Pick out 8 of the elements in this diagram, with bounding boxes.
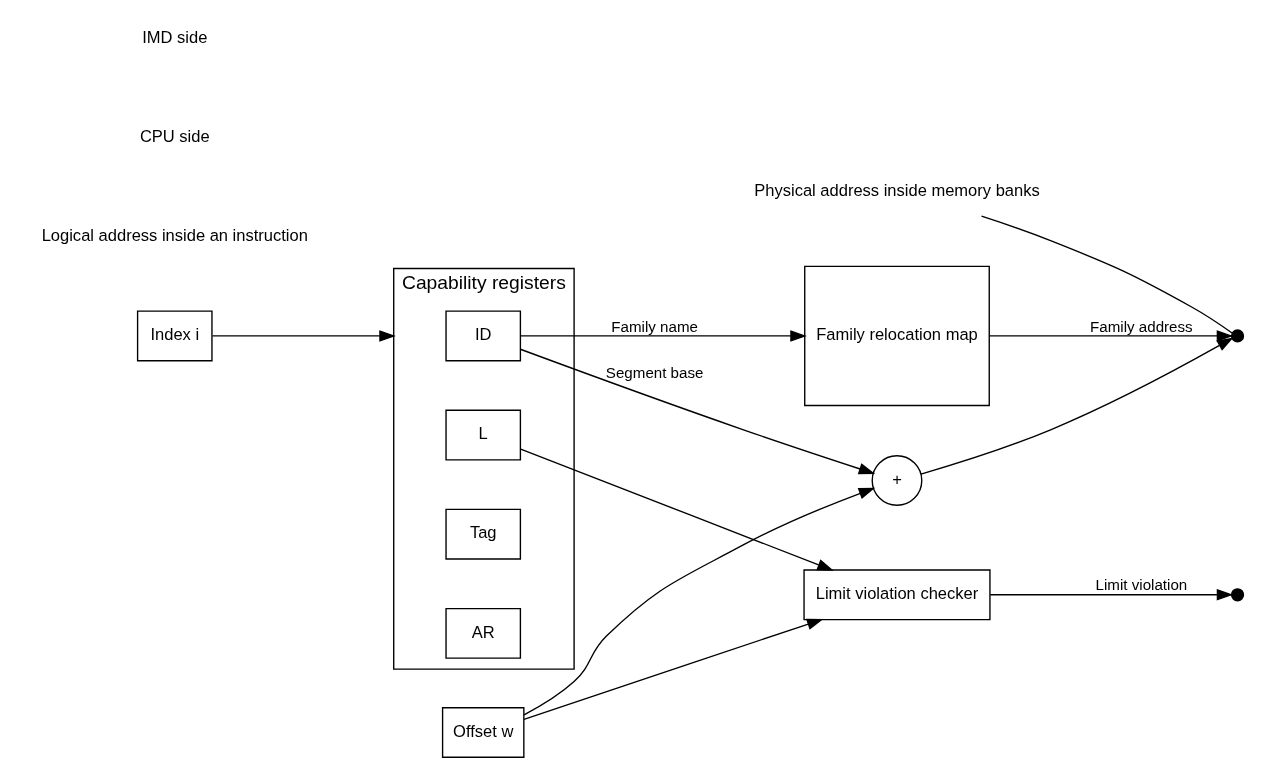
node-text: Physical address inside memory banks <box>754 180 1040 200</box>
edge-label: Limit violation <box>1095 576 1188 594</box>
edge-label: Family address <box>1090 317 1193 335</box>
label: IMD side <box>142 27 208 47</box>
edge-label: Family name <box>611 317 698 335</box>
edge-label: Segment base <box>605 364 704 382</box>
label: CPU side <box>139 126 210 146</box>
label: Logical address inside an instruction <box>41 226 308 246</box>
